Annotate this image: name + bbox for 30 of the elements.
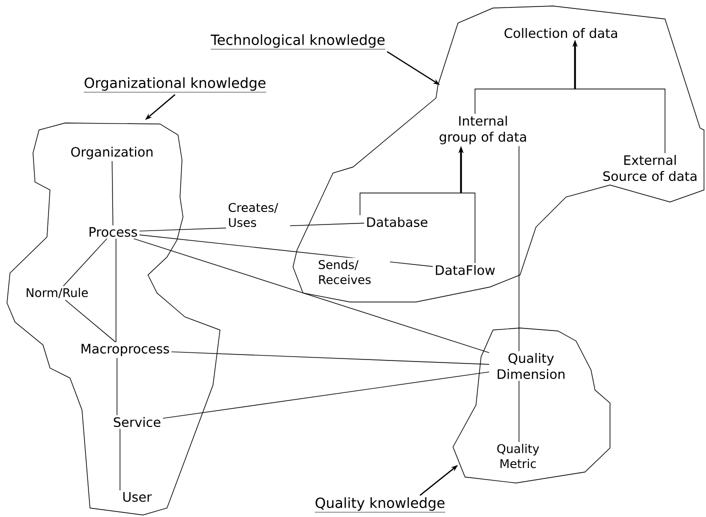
connector-line [171, 351, 490, 365]
node-label: Internal group of data [440, 116, 526, 144]
node-label: DataFlow [436, 264, 495, 276]
node-label: Quality Metric [497, 444, 540, 468]
connector-line [518, 146, 520, 352]
connector-line [518, 380, 520, 442]
connector-line [116, 358, 118, 416]
heading-label: Organizational knowledge [84, 77, 266, 92]
heading-label: Technological knowledge [210, 34, 386, 50]
connector-line [64, 300, 116, 342]
connector-line [63, 238, 108, 286]
node-label: Macroprocess [82, 344, 170, 356]
node-label: Process [90, 227, 138, 237]
node-label: User [123, 492, 152, 502]
node-label: Database [367, 216, 428, 228]
connector-line [133, 238, 490, 353]
node-label: Service [114, 416, 160, 428]
region-outline [452, 328, 610, 484]
node-label: Norm/Rule [26, 288, 88, 298]
node-label: Organization [71, 146, 152, 160]
edge-label: Sends/ Receives [316, 258, 390, 286]
node-label: Quality Dimension [498, 352, 564, 380]
edge-label: Creates/ Uses [226, 200, 290, 230]
heading-label: Quality knowledge [314, 497, 446, 512]
connector-line [139, 234, 434, 267]
connector-line [162, 372, 490, 419]
node-label: Collection of data [504, 28, 618, 38]
region-outline [6, 122, 220, 516]
connector-line [112, 160, 114, 226]
node-label: External Source of data [603, 154, 696, 182]
